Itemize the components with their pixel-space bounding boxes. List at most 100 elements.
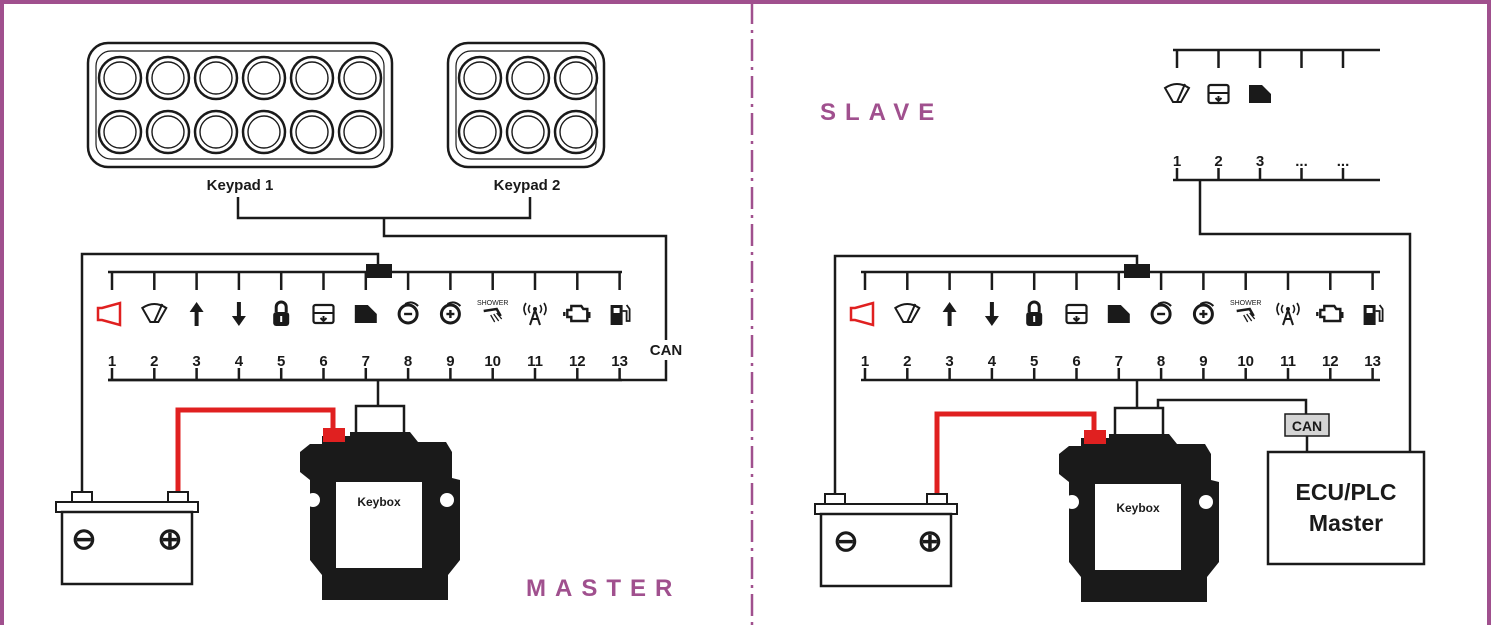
engine-icon [1316,304,1344,323]
window-icon [1207,83,1230,105]
ext-output-number: 2 [1214,153,1222,170]
keypad-button [193,55,239,101]
keypad-button [337,109,383,155]
power-wire [175,407,336,494]
keypad-1-label: Keypad 1 [207,177,274,194]
output-number: 3 [945,353,953,370]
master-mode-label: MASTER [526,575,681,602]
output-number: 6 [319,353,327,370]
arrow-down-icon [984,302,999,326]
window-icon [1065,303,1088,325]
output-number: 2 [150,353,158,370]
keypad-button [553,55,599,101]
engine-icon [563,304,591,323]
output-number: 4 [988,353,997,370]
battery-minus-icon: ⊖ [71,523,96,556]
slave-battery: ⊖ ⊕ [814,493,958,588]
svg-text:SHOWER: SHOWER [1230,300,1262,307]
hood-icon [1107,305,1130,323]
fuel-icon [1363,304,1384,325]
output-number: 2 [903,353,911,370]
lock-icon [1026,300,1043,326]
ecu-master-label: Master [1309,510,1383,536]
slave-ground-wire [833,254,1139,500]
output-number: 12 [1322,353,1339,370]
output-number: 6 [1072,353,1080,370]
antenna-icon [1276,302,1300,326]
keypad-2 [446,41,606,169]
output-number: 13 [1364,353,1381,370]
arrow-down-icon [231,302,246,326]
output-number: 1 [108,353,116,370]
window-icon [312,303,335,325]
output-number: 5 [1030,353,1038,370]
keypad-button [505,109,551,155]
keypad-button [145,109,191,155]
output-number: 1 [861,353,869,370]
keypad-button [553,109,599,155]
ecu-label: ECU/PLC [1296,479,1397,505]
hood-icon [354,305,377,323]
output-number: 5 [277,353,285,370]
slave-power-wire [934,411,1097,496]
keypad-1 [86,41,394,169]
keypad-button [97,55,143,101]
can-label: CAN [650,342,683,359]
keypad-button [337,55,383,101]
ecu-plc-box [1266,450,1426,566]
wiper-icon [140,303,168,323]
arrow-up-icon [942,302,957,326]
output-number: 7 [362,353,370,370]
slave-mode-label: SLAVE [820,99,943,126]
slave-can-label: CAN [1292,418,1322,434]
horn-icon [96,301,122,327]
bus-connector [366,264,392,278]
ground-wire [80,252,380,498]
output-number: 9 [446,353,454,370]
slave-keybox: Keybox [1059,406,1219,602]
output-number: 10 [1237,353,1254,370]
ext-output-number: ... [1337,153,1350,170]
antenna-icon [523,302,547,326]
slave-keybox-label: Keybox [1116,501,1160,515]
keypad-button [457,55,503,101]
keypad-button [241,55,287,101]
keypad-button [457,109,503,155]
svg-text:SHOWER: SHOWER [477,300,509,307]
output-number: 12 [569,353,586,370]
defog-minus-icon [1150,301,1172,325]
keypad-button [193,109,239,155]
ext-output-number: ... [1295,153,1308,170]
ext-output-number: 3 [1256,153,1264,170]
output-number: 8 [404,353,412,370]
fuel-icon [610,304,631,325]
output-number: 3 [192,353,200,370]
keypad-button [505,55,551,101]
keypad-link-wire [236,197,532,220]
wiper-icon [1163,83,1191,103]
keypad-button [289,55,335,101]
shower-icon: SHOWER [477,300,509,323]
wiper-icon [893,303,921,323]
defog-plus-icon [439,301,462,325]
defog-minus-icon [397,301,419,325]
defog-plus-icon [1192,301,1215,325]
keypad-button [97,109,143,155]
keypad-button [289,109,335,155]
ext-output-number: 1 [1173,153,1181,170]
output-number: 10 [484,353,501,370]
slave-battery-plus-icon: ⊕ [917,525,942,558]
battery-plus-icon: ⊕ [157,523,182,556]
output-number: 8 [1157,353,1165,370]
output-number: 11 [1280,353,1296,370]
output-number: 9 [1199,353,1207,370]
battery: ⊖ ⊕ [55,491,199,586]
output-number: 4 [235,353,244,370]
arrow-up-icon [189,302,204,326]
output-number: 11 [527,353,543,370]
keybox: Keybox [300,404,460,600]
